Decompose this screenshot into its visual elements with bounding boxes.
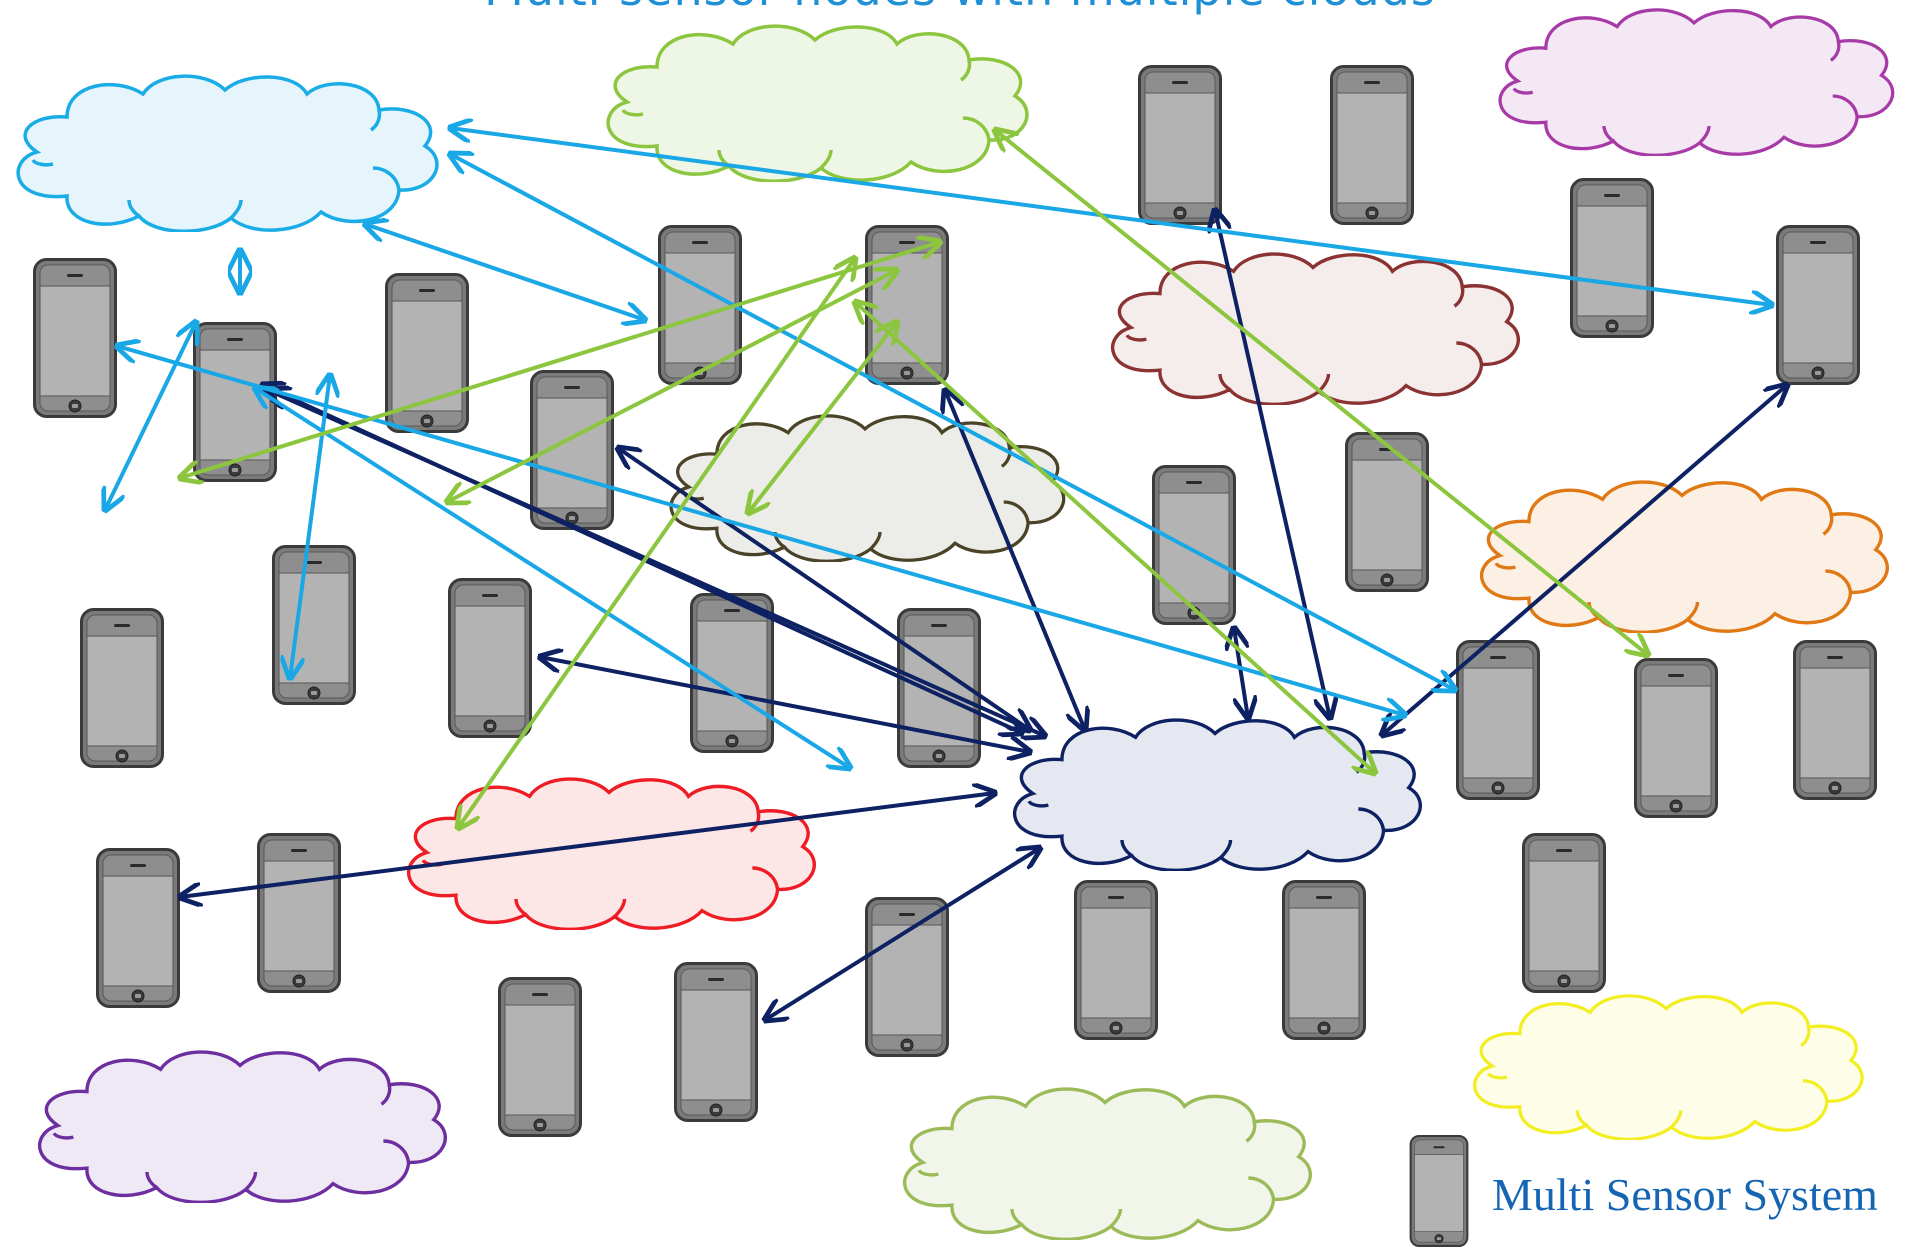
- phone-icon: [385, 273, 469, 433]
- legend-phone-icon: [1409, 1135, 1469, 1247]
- navy-arrow: [765, 848, 1040, 1020]
- phone-icon: [1456, 640, 1540, 800]
- cloud-red: [406, 777, 817, 930]
- legend: [1409, 1135, 1469, 1247]
- legend-label: Multi Sensor System: [1492, 1169, 1878, 1220]
- cloud-brown-red: [1110, 252, 1521, 405]
- navy-arrow: [1234, 628, 1248, 718]
- phone-icon: [1330, 65, 1414, 225]
- phone-icon: [1793, 640, 1877, 800]
- phone-icon: [1074, 880, 1158, 1040]
- phone-icon: [96, 848, 180, 1008]
- phone-icon: [1776, 225, 1860, 385]
- phone-icon: [498, 977, 582, 1137]
- phone-icon: [1138, 65, 1222, 225]
- green-arrow: [995, 130, 1648, 655]
- diagram-title: Multi-sensor nodes with multiple clouds: [0, 0, 1920, 16]
- green-arrows: [180, 130, 1648, 828]
- phone-icon: [33, 258, 117, 418]
- phone-icon: [865, 225, 949, 385]
- phone-icon: [80, 608, 164, 768]
- phone-icon: [448, 578, 532, 738]
- cloud-violet-bottom: [37, 1050, 448, 1203]
- phone-icon: [1282, 880, 1366, 1040]
- cloud-olive-green: [902, 1087, 1313, 1240]
- blue-arrow: [105, 322, 196, 510]
- phone-icon: [257, 833, 341, 993]
- phone-icon: [865, 897, 949, 1057]
- cloud-orange: [1479, 480, 1890, 633]
- phone-icon: [674, 962, 758, 1122]
- cloud-yellow: [1472, 994, 1864, 1140]
- phone-icon: [193, 322, 277, 482]
- phone-icon: [1345, 432, 1429, 592]
- phone-icon: [1152, 465, 1236, 625]
- phone-icon: [658, 225, 742, 385]
- cloud-sky-blue: [16, 74, 439, 232]
- phone-icon: [272, 545, 356, 705]
- green-arrow: [855, 302, 1375, 773]
- cloud-purple-top: [1498, 8, 1895, 156]
- phone-icon: [1634, 658, 1718, 818]
- phone-icon: [1522, 833, 1606, 993]
- phone-icon: [1570, 178, 1654, 338]
- cloud-navy-hub: [1012, 718, 1423, 871]
